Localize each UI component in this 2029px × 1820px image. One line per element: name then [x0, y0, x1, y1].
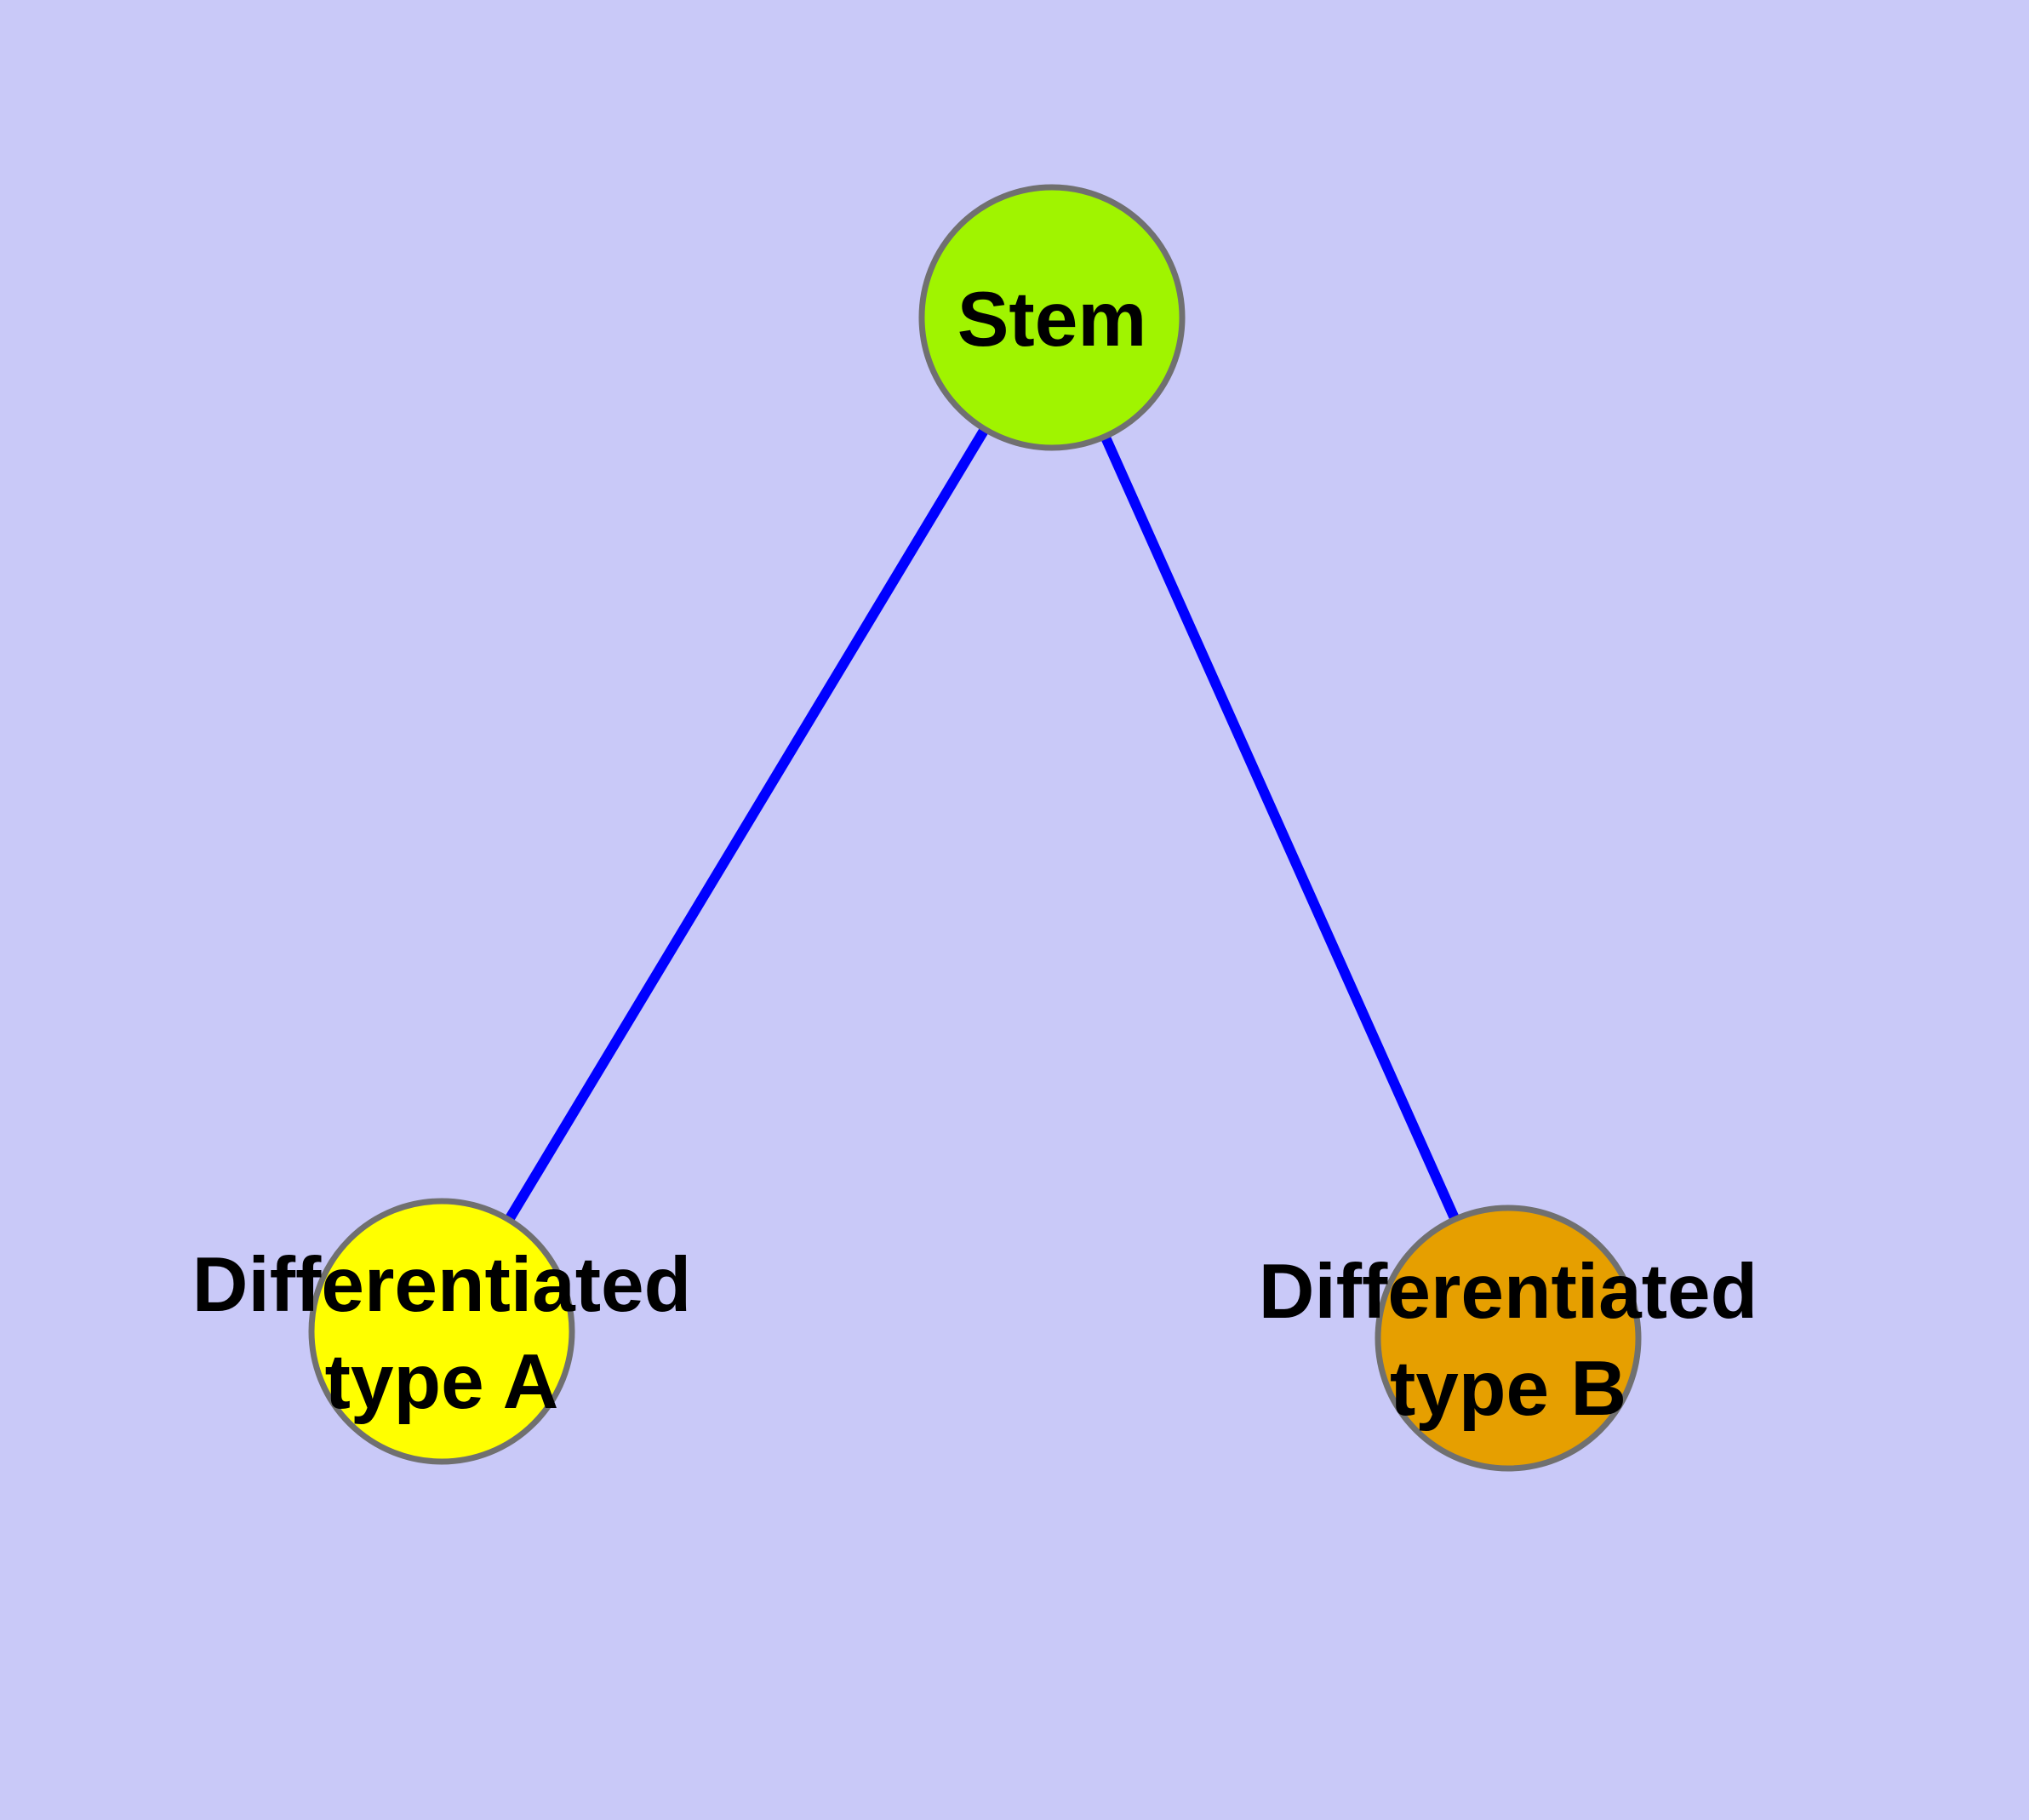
node-stem: Stem [918, 184, 1186, 451]
node-circle-type-a [308, 1198, 575, 1465]
node-label-stem: Stem [957, 277, 1147, 363]
edge-stem-type-b [1047, 315, 1513, 1341]
node-circle-stem [918, 184, 1186, 451]
node-circle-type-b [1375, 1205, 1642, 1472]
edge-stem-type-a [437, 314, 1057, 1335]
